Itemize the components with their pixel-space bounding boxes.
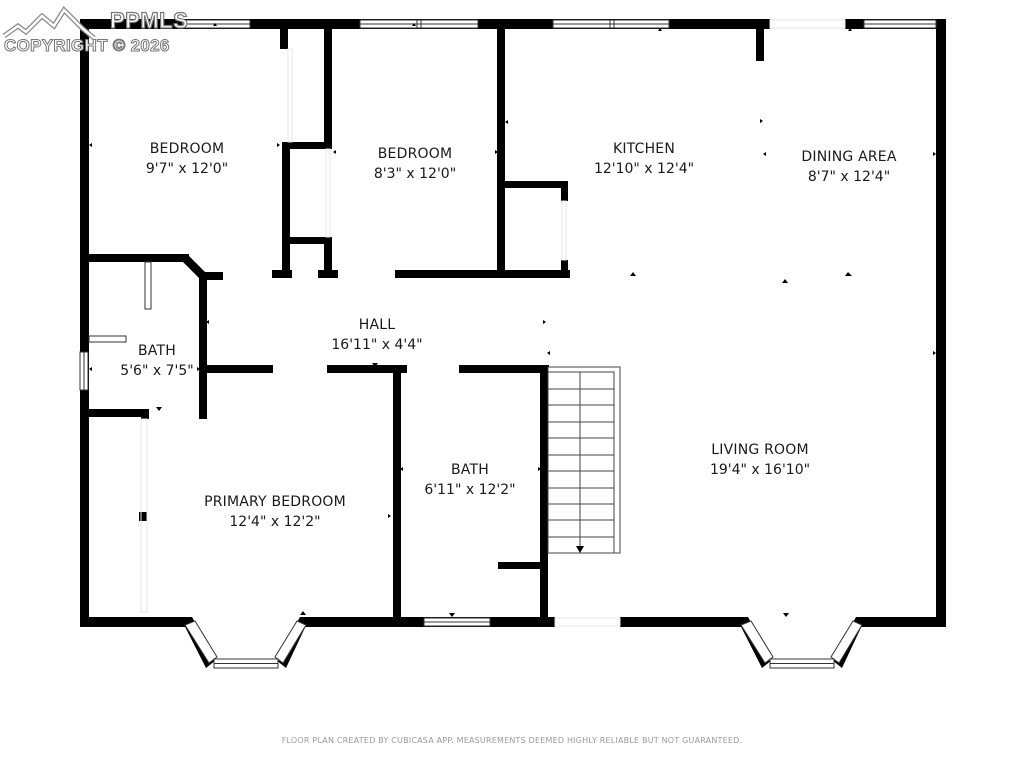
bay-window-living xyxy=(736,617,866,669)
mountain-logo-icon xyxy=(2,6,96,40)
room-name: LIVING ROOM xyxy=(711,442,809,458)
watermark-brand: PPMLS xyxy=(109,7,189,33)
ppmls-watermark: PPMLS COPYRIGHT © 2026 xyxy=(2,0,212,60)
walls xyxy=(80,19,946,627)
room-name: BEDROOM xyxy=(377,146,453,162)
room-label-bath-small: BATH 5'6" x 7'5" xyxy=(120,341,193,381)
room-name: DINING AREA xyxy=(801,149,897,165)
room-name: KITCHEN xyxy=(612,141,676,157)
room-label-kitchen: KITCHEN 12'10" x 12'4" xyxy=(594,139,694,179)
room-label-hall: HALL 16'11" x 4'4" xyxy=(331,315,422,355)
room-dimensions: 9'7" x 12'0" xyxy=(145,161,229,177)
room-label-living-room: LIVING ROOM 19'4" x 16'10" xyxy=(710,440,810,480)
room-dimensions: 6'11" x 12'2" xyxy=(424,482,516,498)
disclaimer-footer: FLOOR PLAN CREATED BY CUBICASA APP. MEAS… xyxy=(281,736,743,745)
room-name: BATH xyxy=(138,343,176,359)
room-name: PRIMARY BEDROOM xyxy=(204,494,346,510)
watermark-copyright: COPYRIGHT © 2026 xyxy=(4,36,170,56)
room-dimensions: 5'6" x 7'5" xyxy=(120,363,194,379)
room-dimensions: 8'7" x 12'4" xyxy=(807,169,891,185)
openings xyxy=(140,19,846,627)
room-dimensions: 8'3" x 12'0" xyxy=(373,166,457,182)
room-dimensions: 12'10" x 12'4" xyxy=(593,161,695,177)
closet-shelves xyxy=(88,261,152,343)
room-label-bath-main: BATH 6'11" x 12'2" xyxy=(424,460,515,500)
dimension-markers xyxy=(89,23,936,617)
room-label-bedroom-1: BEDROOM 9'7" x 12'0" xyxy=(146,139,228,179)
room-label-dining-area: DINING AREA 8'7" x 12'4" xyxy=(801,147,896,187)
bay-window-primary xyxy=(180,617,310,669)
windows xyxy=(79,19,937,627)
room-name: HALL xyxy=(358,317,396,333)
staircase xyxy=(547,366,621,554)
room-label-primary-bedroom: PRIMARY BEDROOM 12'4" x 12'2" xyxy=(204,492,346,532)
room-dimensions: 16'11" x 4'4" xyxy=(331,337,423,353)
room-label-bedroom-2: BEDROOM 8'3" x 12'0" xyxy=(374,144,456,184)
room-dimensions: 12'4" x 12'2" xyxy=(229,514,321,530)
room-name: BEDROOM xyxy=(149,141,225,157)
room-name: BATH xyxy=(451,462,489,478)
room-dimensions: 19'4" x 16'10" xyxy=(709,462,811,478)
